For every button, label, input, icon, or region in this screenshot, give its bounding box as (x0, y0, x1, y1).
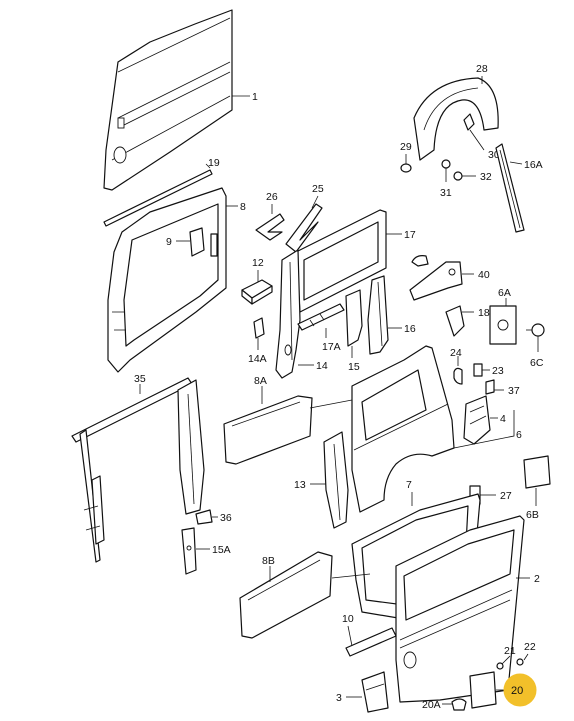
callout-29[interactable]: 29 (400, 141, 412, 153)
part-26-gusset[interactable] (255, 213, 285, 241)
part-32-screw[interactable] (453, 171, 463, 181)
leader-6 (453, 410, 515, 449)
part-2-rear-door-panel[interactable] (395, 515, 525, 703)
callout-23[interactable]: 23 (492, 365, 504, 377)
part-12-latch-box[interactable] (241, 279, 273, 305)
callout-20-highlight[interactable] (503, 673, 537, 707)
callout-25[interactable]: 25 (312, 183, 324, 195)
callout-30[interactable]: 30 (488, 149, 500, 161)
part-1-door-panel[interactable] (103, 9, 233, 191)
callout-32[interactable]: 32 (480, 171, 492, 183)
part-4-bracket[interactable] (463, 395, 491, 445)
callout-14a[interactable]: 14A (248, 353, 267, 365)
callout-3[interactable]: 3 (336, 692, 342, 704)
callout-17[interactable]: 17 (404, 229, 416, 241)
callout-14[interactable]: 14 (316, 360, 328, 372)
callout-1[interactable]: 1 (252, 91, 258, 103)
callout-8b[interactable]: 8B (262, 555, 275, 567)
leader-8a-to-panel (309, 399, 353, 409)
callout-15a[interactable]: 15A (212, 544, 231, 556)
callout-15[interactable]: 15 (348, 361, 360, 373)
part-21-screw[interactable] (496, 662, 504, 670)
part-6a-housing[interactable] (489, 305, 517, 345)
part-31-screw[interactable] (441, 159, 451, 169)
callout-40[interactable]: 40 (478, 269, 490, 281)
leader-19 (205, 163, 211, 169)
part-8a-window-glass[interactable] (223, 395, 313, 465)
part-19-trim-strip[interactable] (103, 169, 213, 227)
callout-17a[interactable]: 17A (322, 341, 341, 353)
callout-37[interactable]: 37 (508, 385, 520, 397)
callout-8a[interactable]: 8A (254, 375, 267, 387)
part-35-pillar[interactable] (177, 379, 205, 515)
part-28-wheel-arch[interactable] (413, 77, 499, 161)
part-15a-lower-pillar[interactable] (181, 527, 197, 575)
part-20a-cap[interactable] (451, 698, 467, 711)
part-16-pillar[interactable] (367, 275, 389, 355)
callout-16a[interactable]: 16A (524, 159, 543, 171)
callout-26[interactable]: 26 (266, 191, 278, 203)
callout-24[interactable]: 24 (450, 347, 462, 359)
part-30-clip[interactable] (463, 113, 475, 131)
leader-25 (311, 195, 319, 209)
part-17a-cross-member[interactable] (297, 303, 345, 331)
callout-18[interactable]: 18 (478, 307, 490, 319)
part-20-cover[interactable] (469, 671, 497, 709)
callout-8[interactable]: 8 (240, 201, 246, 213)
part-35-side-rail[interactable] (71, 377, 193, 563)
callout-27[interactable]: 27 (500, 490, 512, 502)
callout-28[interactable]: 28 (476, 63, 488, 75)
callout-20[interactable]: 20 (511, 685, 523, 697)
part-8b-window-glass[interactable] (239, 551, 333, 639)
part-16a-corner-strip[interactable] (495, 143, 525, 233)
callout-6a[interactable]: 6A (498, 287, 511, 299)
callout-19[interactable]: 19 (208, 157, 220, 169)
callout-16[interactable]: 16 (404, 323, 416, 335)
callout-21[interactable]: 21 (504, 645, 516, 657)
leader-10 (347, 625, 353, 647)
part-14-b-pillar[interactable] (275, 249, 301, 379)
part-36-bracket[interactable] (195, 509, 213, 525)
part-6b-filler-flap[interactable] (523, 455, 551, 489)
part-24-clip[interactable] (453, 367, 463, 385)
callout-22[interactable]: 22 (524, 641, 536, 653)
leader-8b-to-door (331, 573, 371, 579)
callout-31[interactable]: 31 (440, 187, 452, 199)
part-22-screw[interactable] (516, 658, 524, 666)
part-6-quarter-panel[interactable] (351, 345, 455, 513)
part-10-lower-rail[interactable] (345, 627, 397, 657)
callout-6c[interactable]: 6C (530, 357, 544, 369)
leader-22 (523, 653, 529, 661)
callout-9[interactable]: 9 (166, 236, 172, 248)
leader-30 (469, 129, 485, 151)
part-18-bracket[interactable] (445, 305, 465, 337)
leader-16a (509, 161, 523, 165)
part-3-corner-bracket[interactable] (361, 671, 389, 713)
part-6c-screw[interactable] (526, 323, 545, 337)
callout-36[interactable]: 36 (220, 512, 232, 524)
callout-13[interactable]: 13 (294, 479, 306, 491)
callout-2[interactable]: 2 (534, 573, 540, 585)
callout-10[interactable]: 10 (342, 613, 354, 625)
callout-35[interactable]: 35 (134, 373, 146, 385)
callout-6[interactable]: 6 (516, 429, 522, 441)
callout-20a[interactable]: 20A (422, 699, 441, 711)
callout-6b[interactable]: 6B (526, 509, 539, 521)
part-29-plug[interactable] (400, 163, 412, 173)
part-14a-clip[interactable] (253, 317, 265, 339)
part-37-clip[interactable] (485, 379, 495, 395)
part-13-d-pillar[interactable] (323, 431, 349, 529)
part-40-hinge-arm[interactable] (409, 255, 463, 301)
part-23-clip[interactable] (473, 363, 483, 377)
part-15-inner-pillar[interactable] (345, 289, 363, 347)
callout-4[interactable]: 4 (500, 413, 506, 425)
callout-7[interactable]: 7 (406, 479, 412, 491)
callout-12[interactable]: 12 (252, 257, 264, 269)
leader-21 (501, 655, 511, 665)
part-9-bracket[interactable] (189, 227, 218, 257)
